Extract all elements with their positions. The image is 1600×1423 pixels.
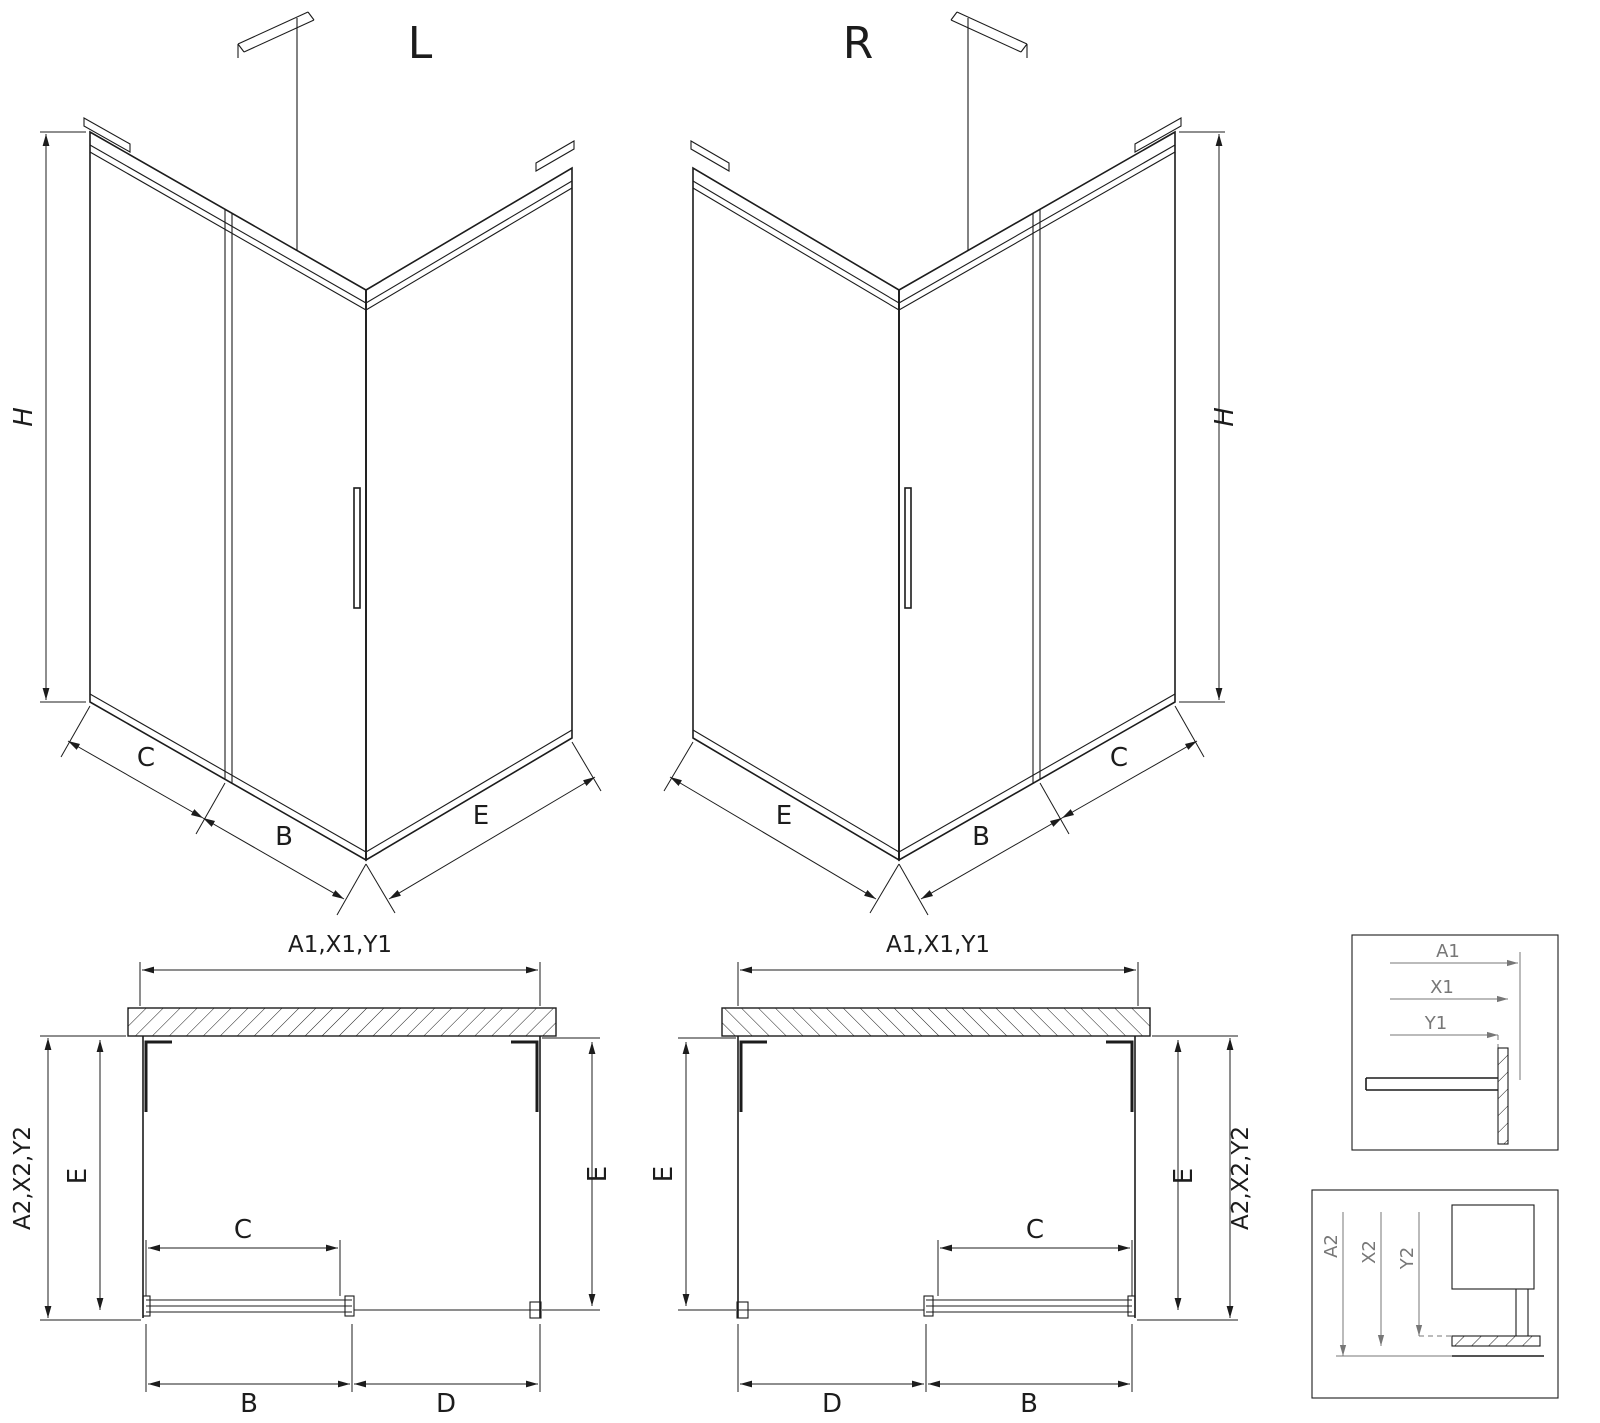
detail-x2-label: X2 xyxy=(1359,1240,1380,1264)
detail-view-bottom: A2 X2 Y2 xyxy=(1311,1189,1559,1399)
iso-view-left-labels: L H C B E xyxy=(9,18,489,852)
detail-a1-label: A1 xyxy=(1436,941,1460,962)
dim-label-e-left: E xyxy=(473,801,489,831)
plan-left-dim-e-left: E xyxy=(63,1168,93,1184)
plan-right-dim-e-right: E xyxy=(1169,1168,1199,1184)
dim-label-b-right: B xyxy=(972,822,990,852)
plan-view-right-labels: A1,X1,Y1 A2,X2,Y2 E E C D B xyxy=(649,932,1254,1419)
plan-left-dim-a2: A2,X2,Y2 xyxy=(10,1126,36,1230)
plan-left-dim-a1: A1,X1,Y1 xyxy=(288,932,392,958)
detail-bottom-frame xyxy=(1311,1189,1559,1399)
detail-x1-label: X1 xyxy=(1430,977,1454,998)
iso-view-right-labels: R H C B E xyxy=(776,18,1240,852)
iso-right-title: R xyxy=(843,18,874,69)
iso-enclosure-line-art-right xyxy=(664,12,1225,915)
dim-label-e-right: E xyxy=(776,801,792,831)
glass-section-hatch xyxy=(1497,1047,1509,1145)
dim-label-height-right: H xyxy=(1210,407,1240,427)
plan-view-left-labels: A1,X1,Y1 A2,X2,Y2 E E C B D xyxy=(10,932,613,1419)
dim-label-height-left: H xyxy=(9,407,39,427)
plan-right-dim-c: C xyxy=(1026,1215,1044,1245)
plan-left-dim-c: C xyxy=(234,1215,252,1245)
detail-view-top: A1 X1 Y1 xyxy=(1351,934,1559,1151)
plan-right-dim-a1: A1,X1,Y1 xyxy=(886,932,990,958)
detail-a2-label: A2 xyxy=(1321,1234,1342,1258)
dim-label-c-right: C xyxy=(1110,743,1128,773)
plan-right-dim-d: D xyxy=(822,1389,842,1419)
plan-left-dim-e-right: E xyxy=(583,1166,613,1182)
detail-top-frame xyxy=(1351,934,1559,1151)
plan-view-line-art-right xyxy=(678,962,1238,1392)
dim-label-b-left: B xyxy=(275,822,293,852)
glass-section-hatch-bottom xyxy=(1451,1335,1541,1347)
wall-hatch xyxy=(127,1007,557,1037)
plan-left-dim-d: D xyxy=(436,1389,456,1419)
plan-right-dim-a2: A2,X2,Y2 xyxy=(1228,1126,1254,1230)
dim-label-c-left: C xyxy=(137,743,155,773)
plan-left-dim-b: B xyxy=(240,1389,258,1419)
plan-view-line-art-left xyxy=(40,962,600,1392)
detail-y1-label: Y1 xyxy=(1424,1013,1447,1034)
detail-y2-label: Y2 xyxy=(1397,1247,1418,1270)
plan-right-dim-b: B xyxy=(1020,1389,1038,1419)
plan-right-dim-e-left: E xyxy=(649,1166,679,1182)
iso-enclosure-line-art-left xyxy=(40,11,602,916)
iso-left-title: L xyxy=(408,18,433,69)
